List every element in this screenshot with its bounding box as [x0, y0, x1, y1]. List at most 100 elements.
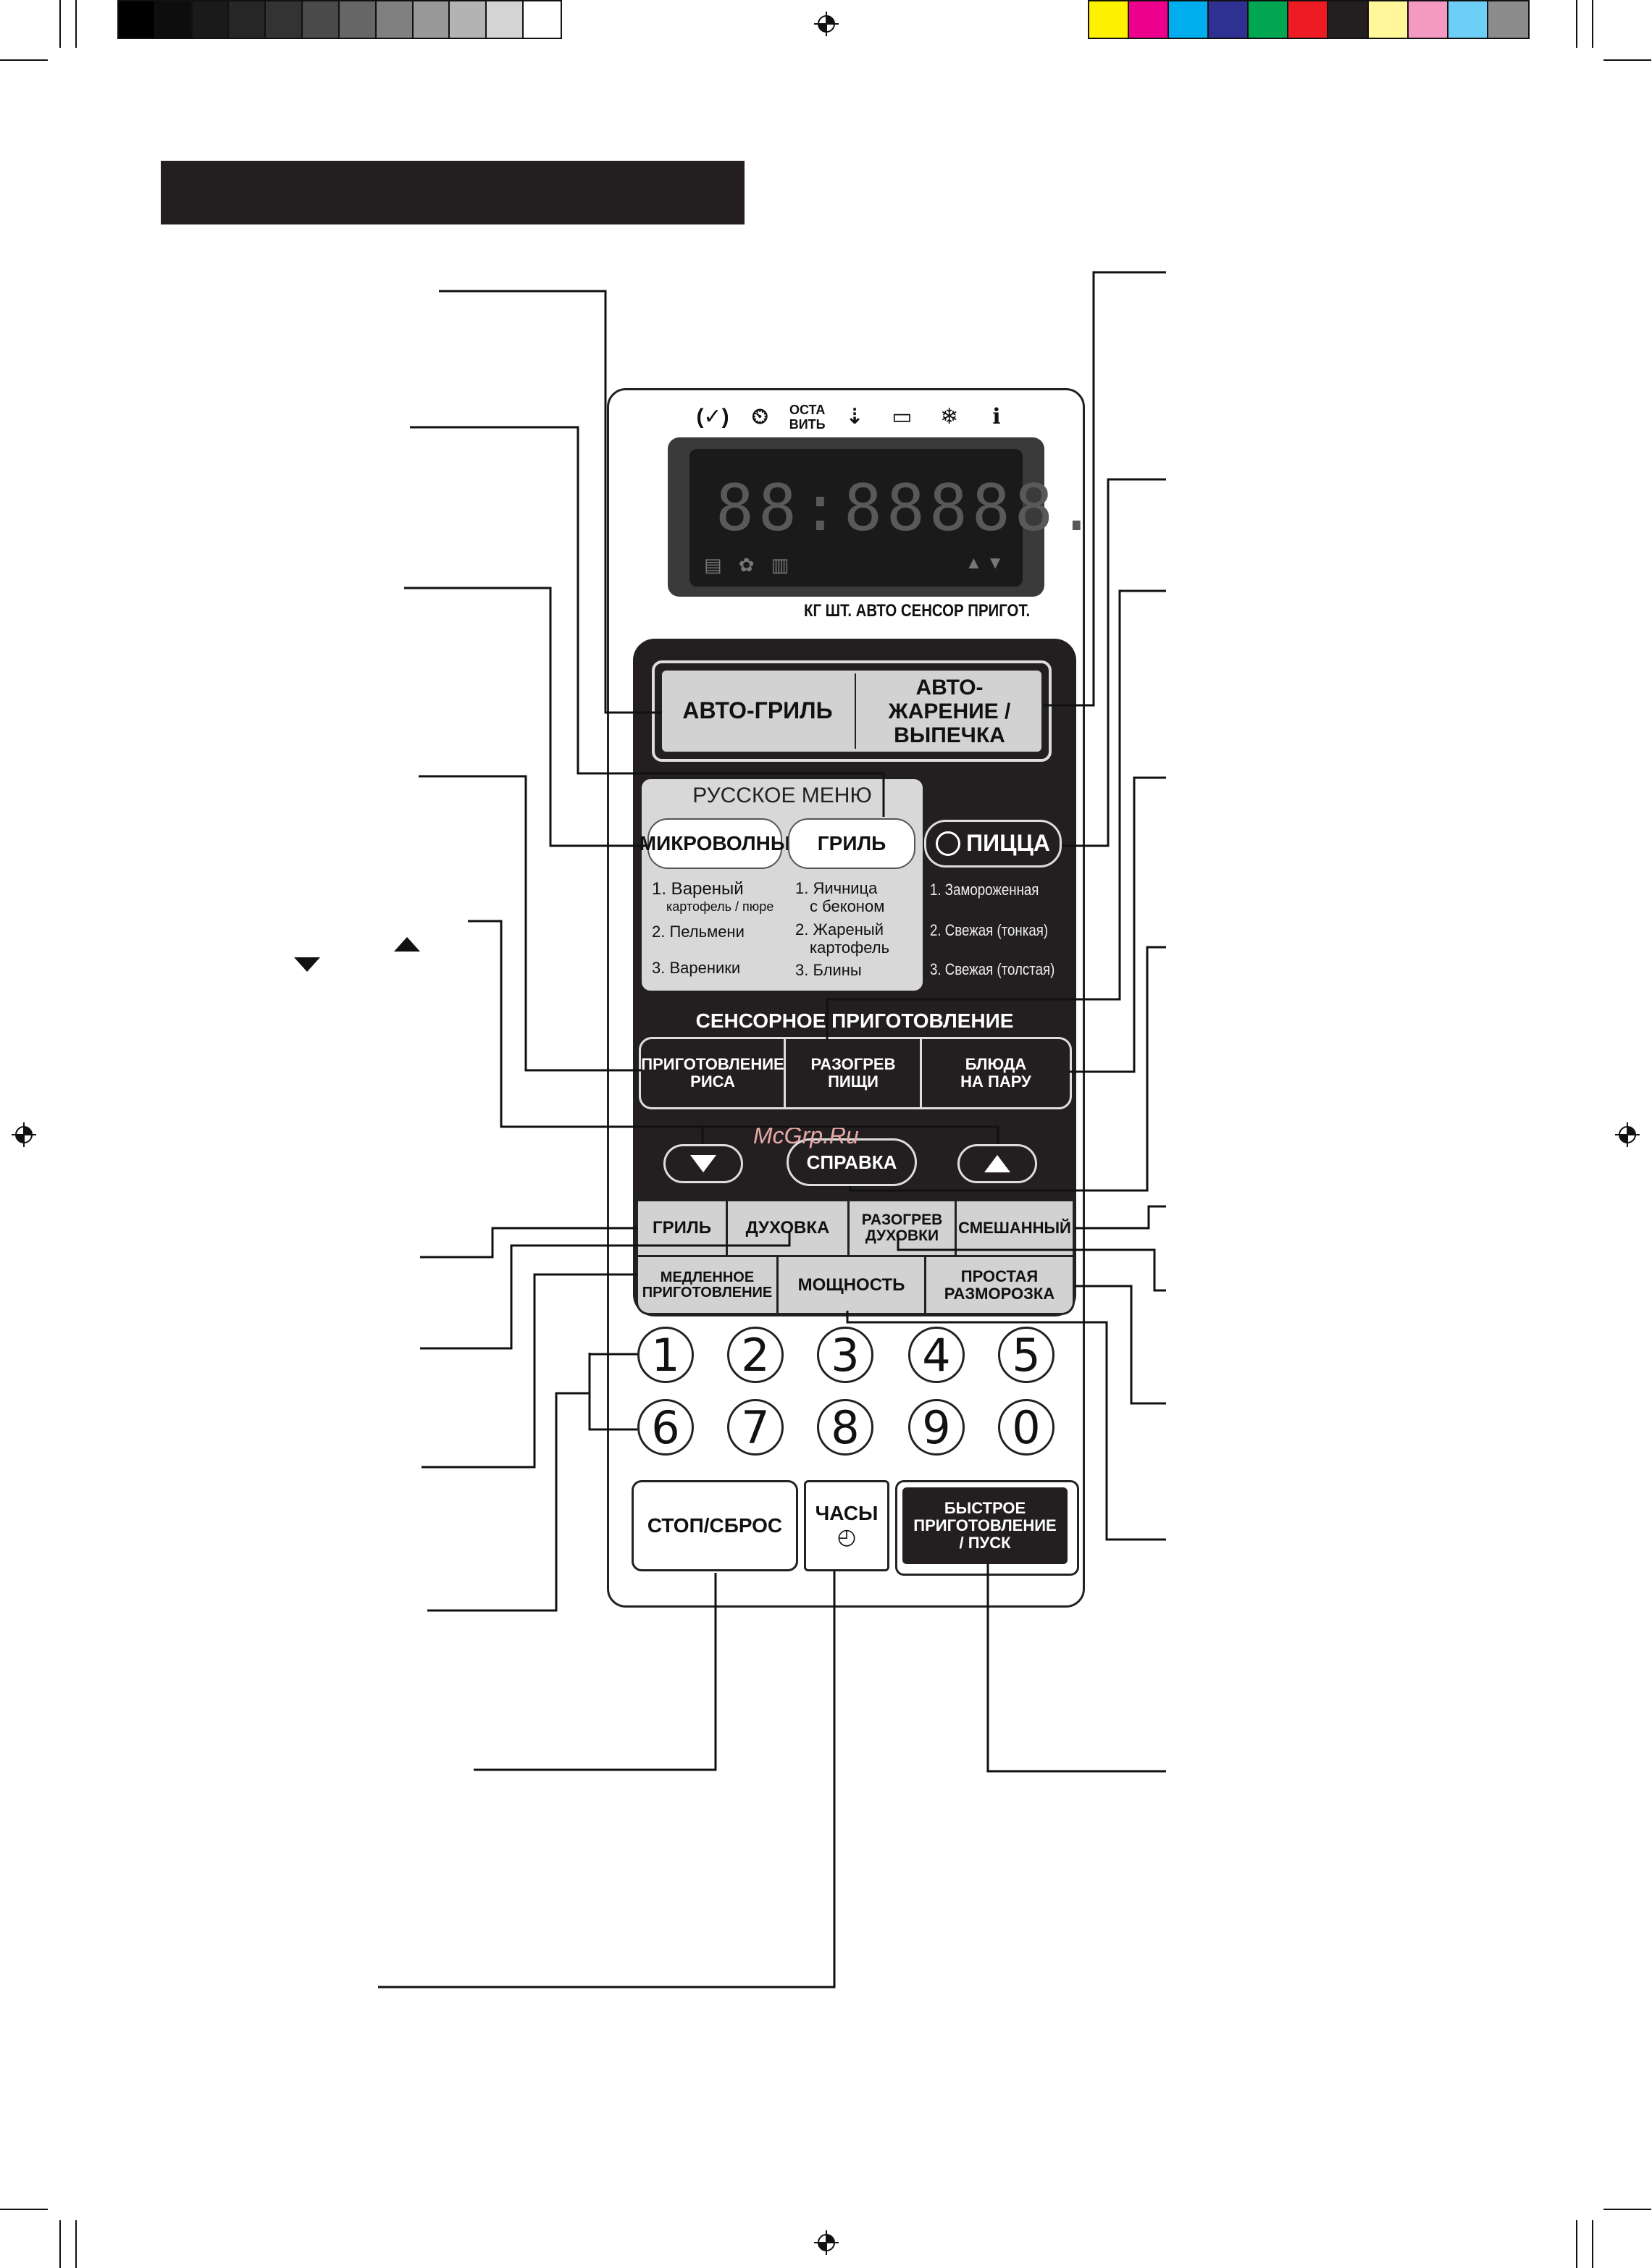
leader-line: [404, 587, 647, 847]
stop-reset-button[interactable]: СТОП/СБРОС: [632, 1480, 798, 1571]
crop-mark: [59, 2220, 61, 2268]
leader-line: [468, 920, 999, 1144]
down-arrow-icon: [294, 957, 320, 972]
sensor-divider: [784, 1038, 786, 1108]
key-5[interactable]: 5: [998, 1327, 1054, 1383]
leader-line: [378, 1571, 836, 1988]
key-0[interactable]: 0: [998, 1399, 1054, 1456]
leader-line: [986, 1564, 1166, 1773]
key-4[interactable]: 4: [908, 1327, 965, 1383]
leader-line: [588, 1353, 637, 1431]
oven-preheat-button[interactable]: РАЗОГРЕВ ДУХОВКИ: [850, 1201, 957, 1255]
pizza-list-item: 3. Свежая (толстая): [930, 960, 1055, 978]
microwave-menu-list: 1. Вареный картофель / пюре 2. Пельмени …: [652, 879, 773, 977]
color-swatch: [1089, 1, 1130, 38]
grill-mode-button[interactable]: ГРИЛЬ: [638, 1201, 728, 1255]
cooking-mode-row: ГРИЛЬ ДУХОВКА РАЗОГРЕВ ДУХОВКИ СМЕШАННЫЙ: [636, 1199, 1075, 1257]
color-swatch: [1169, 1, 1209, 38]
russian-menu-panel: [642, 779, 923, 991]
key-8[interactable]: 8: [817, 1399, 873, 1456]
quick-start-button[interactable]: БЫСТРОЕ ПРИГОТОВЛЕНИЕ / ПУСК: [902, 1487, 1068, 1564]
color-swatch: [1488, 1, 1528, 38]
auto-grill-button[interactable]: АВТО-ГРИЛЬ: [682, 697, 833, 724]
slow-cooking-button[interactable]: МЕДЛЕННОЕ ПРИГОТОВЛЕНИЕ: [638, 1257, 779, 1313]
power-button[interactable]: МОЩНОСТЬ: [779, 1257, 926, 1313]
grill-menu-button[interactable]: ГРИЛЬ: [788, 818, 915, 869]
pause-indicator: ОСТА ВИТЬ: [789, 403, 826, 432]
steam-dishes-button[interactable]: БЛЮДА НА ПАРУ: [960, 1054, 1031, 1091]
pause-label-line1: ОСТА: [789, 403, 826, 417]
auto-buttons-bg: [661, 669, 1043, 753]
auto-frame: [652, 660, 1052, 762]
auto-roast-button[interactable]: АВТО-ЖАРЕНИЕ /ВЫПЕЧКА: [888, 675, 1011, 747]
lcd-mode-icons: ▤ ✿ ▥: [704, 554, 795, 576]
leader-line: [897, 1234, 1166, 1292]
grill-menu-list: 1. Яичница с беконом 2. Жареный картофел…: [795, 879, 889, 979]
pizza-list-item: 1. Замороженная: [930, 881, 1039, 899]
color-swatch: [229, 1, 267, 38]
timer-indicator-icon: ⏲: [751, 405, 769, 429]
color-swatch: [450, 1, 487, 38]
color-swatch: [413, 1, 450, 38]
key-6[interactable]: 6: [637, 1399, 694, 1456]
key-9[interactable]: 9: [908, 1399, 965, 1456]
key-1[interactable]: 1: [637, 1327, 694, 1383]
microwave-menu-button[interactable]: МИКРОВОЛНЫ: [640, 818, 790, 869]
leader-line: [427, 1392, 590, 1612]
russian-menu-title: РУССКОЕ МЕНЮ: [692, 784, 872, 807]
crop-mark: [1592, 0, 1593, 48]
menu-item: картофель / пюре: [666, 899, 774, 914]
clock-button[interactable]: ЧАСЫ ◴: [804, 1480, 889, 1571]
registration-mark-left: [12, 1122, 36, 1147]
crop-mark: [1592, 2220, 1593, 2268]
leader-line: [422, 1273, 637, 1469]
leader-line: [420, 1231, 791, 1350]
section-title-bar: [161, 161, 745, 224]
rice-cooking-button[interactable]: ПРИГОТОВЛЕНИЕ РИСА: [641, 1054, 784, 1091]
key-7[interactable]: 7: [727, 1399, 784, 1456]
leader-line: [1075, 1205, 1166, 1230]
menu-item: 2. Жареный: [795, 920, 884, 938]
menu-item: картофель: [810, 938, 890, 957]
crop-mark: [1603, 59, 1651, 61]
simple-defrost-button[interactable]: ПРОСТАЯ РАЗМОРОЗКА: [944, 1267, 1055, 1303]
key-2[interactable]: 2: [727, 1327, 784, 1383]
pizza-button[interactable]: ПИЦЦА: [924, 820, 1062, 868]
lcd-arrow-icons: ▲▼: [965, 553, 1008, 573]
pizza-button-label: ПИЦЦА: [966, 830, 1050, 857]
lcd-digits: 88:88888.: [716, 471, 1100, 545]
lcd-unit-labels: КГ ШТ. АВТО СЕНСОР ПРИГОТ.: [804, 601, 1031, 621]
color-swatch: [376, 1, 414, 38]
pause-label-line2: ВИТЬ: [789, 417, 826, 432]
pizza-icon: [936, 831, 961, 856]
menu-item: 3. Вареники: [652, 958, 741, 977]
auto-cook-indicator-icon: (✓): [696, 405, 729, 429]
up-button[interactable]: [957, 1144, 1037, 1183]
crop-mark: [1576, 0, 1577, 48]
registration-mark-right: [1615, 1122, 1640, 1147]
color-swatch: [1209, 1, 1249, 38]
leader-line: [474, 1573, 717, 1771]
menu-item: 3. Блины: [795, 961, 862, 980]
turn-indicator-icon: ⇣: [845, 405, 864, 429]
menu-item: 1. Яичница: [795, 879, 878, 897]
menu-item: с беконом: [810, 897, 885, 916]
leader-line: [826, 589, 1166, 1040]
oven-mode-button[interactable]: ДУХОВКА: [728, 1201, 850, 1255]
lcd-display: 88:88888. ▤ ✿ ▥ ▲▼: [668, 437, 1096, 597]
down-button[interactable]: [663, 1144, 743, 1183]
crop-mark: [1576, 2220, 1577, 2268]
food-reheat-button[interactable]: РАЗОГРЕВ ПИЩИ: [810, 1054, 896, 1091]
color-swatch: [1328, 1, 1369, 38]
help-button[interactable]: СПРАВКА: [787, 1138, 917, 1186]
gray-calibration-bar: [117, 0, 562, 39]
color-swatch: [1408, 1, 1448, 38]
mixed-mode-button[interactable]: СМЕШАННЫЙ: [958, 1219, 1071, 1238]
leader-line: [1062, 478, 1166, 847]
color-swatch: [266, 1, 303, 38]
color-swatch: [1448, 1, 1488, 38]
lcd-screen: 88:88888. ▤ ✿ ▥ ▲▼: [689, 449, 1096, 587]
sensor-divider: [920, 1038, 922, 1108]
key-3[interactable]: 3: [817, 1327, 873, 1383]
crop-mark: [0, 59, 48, 61]
